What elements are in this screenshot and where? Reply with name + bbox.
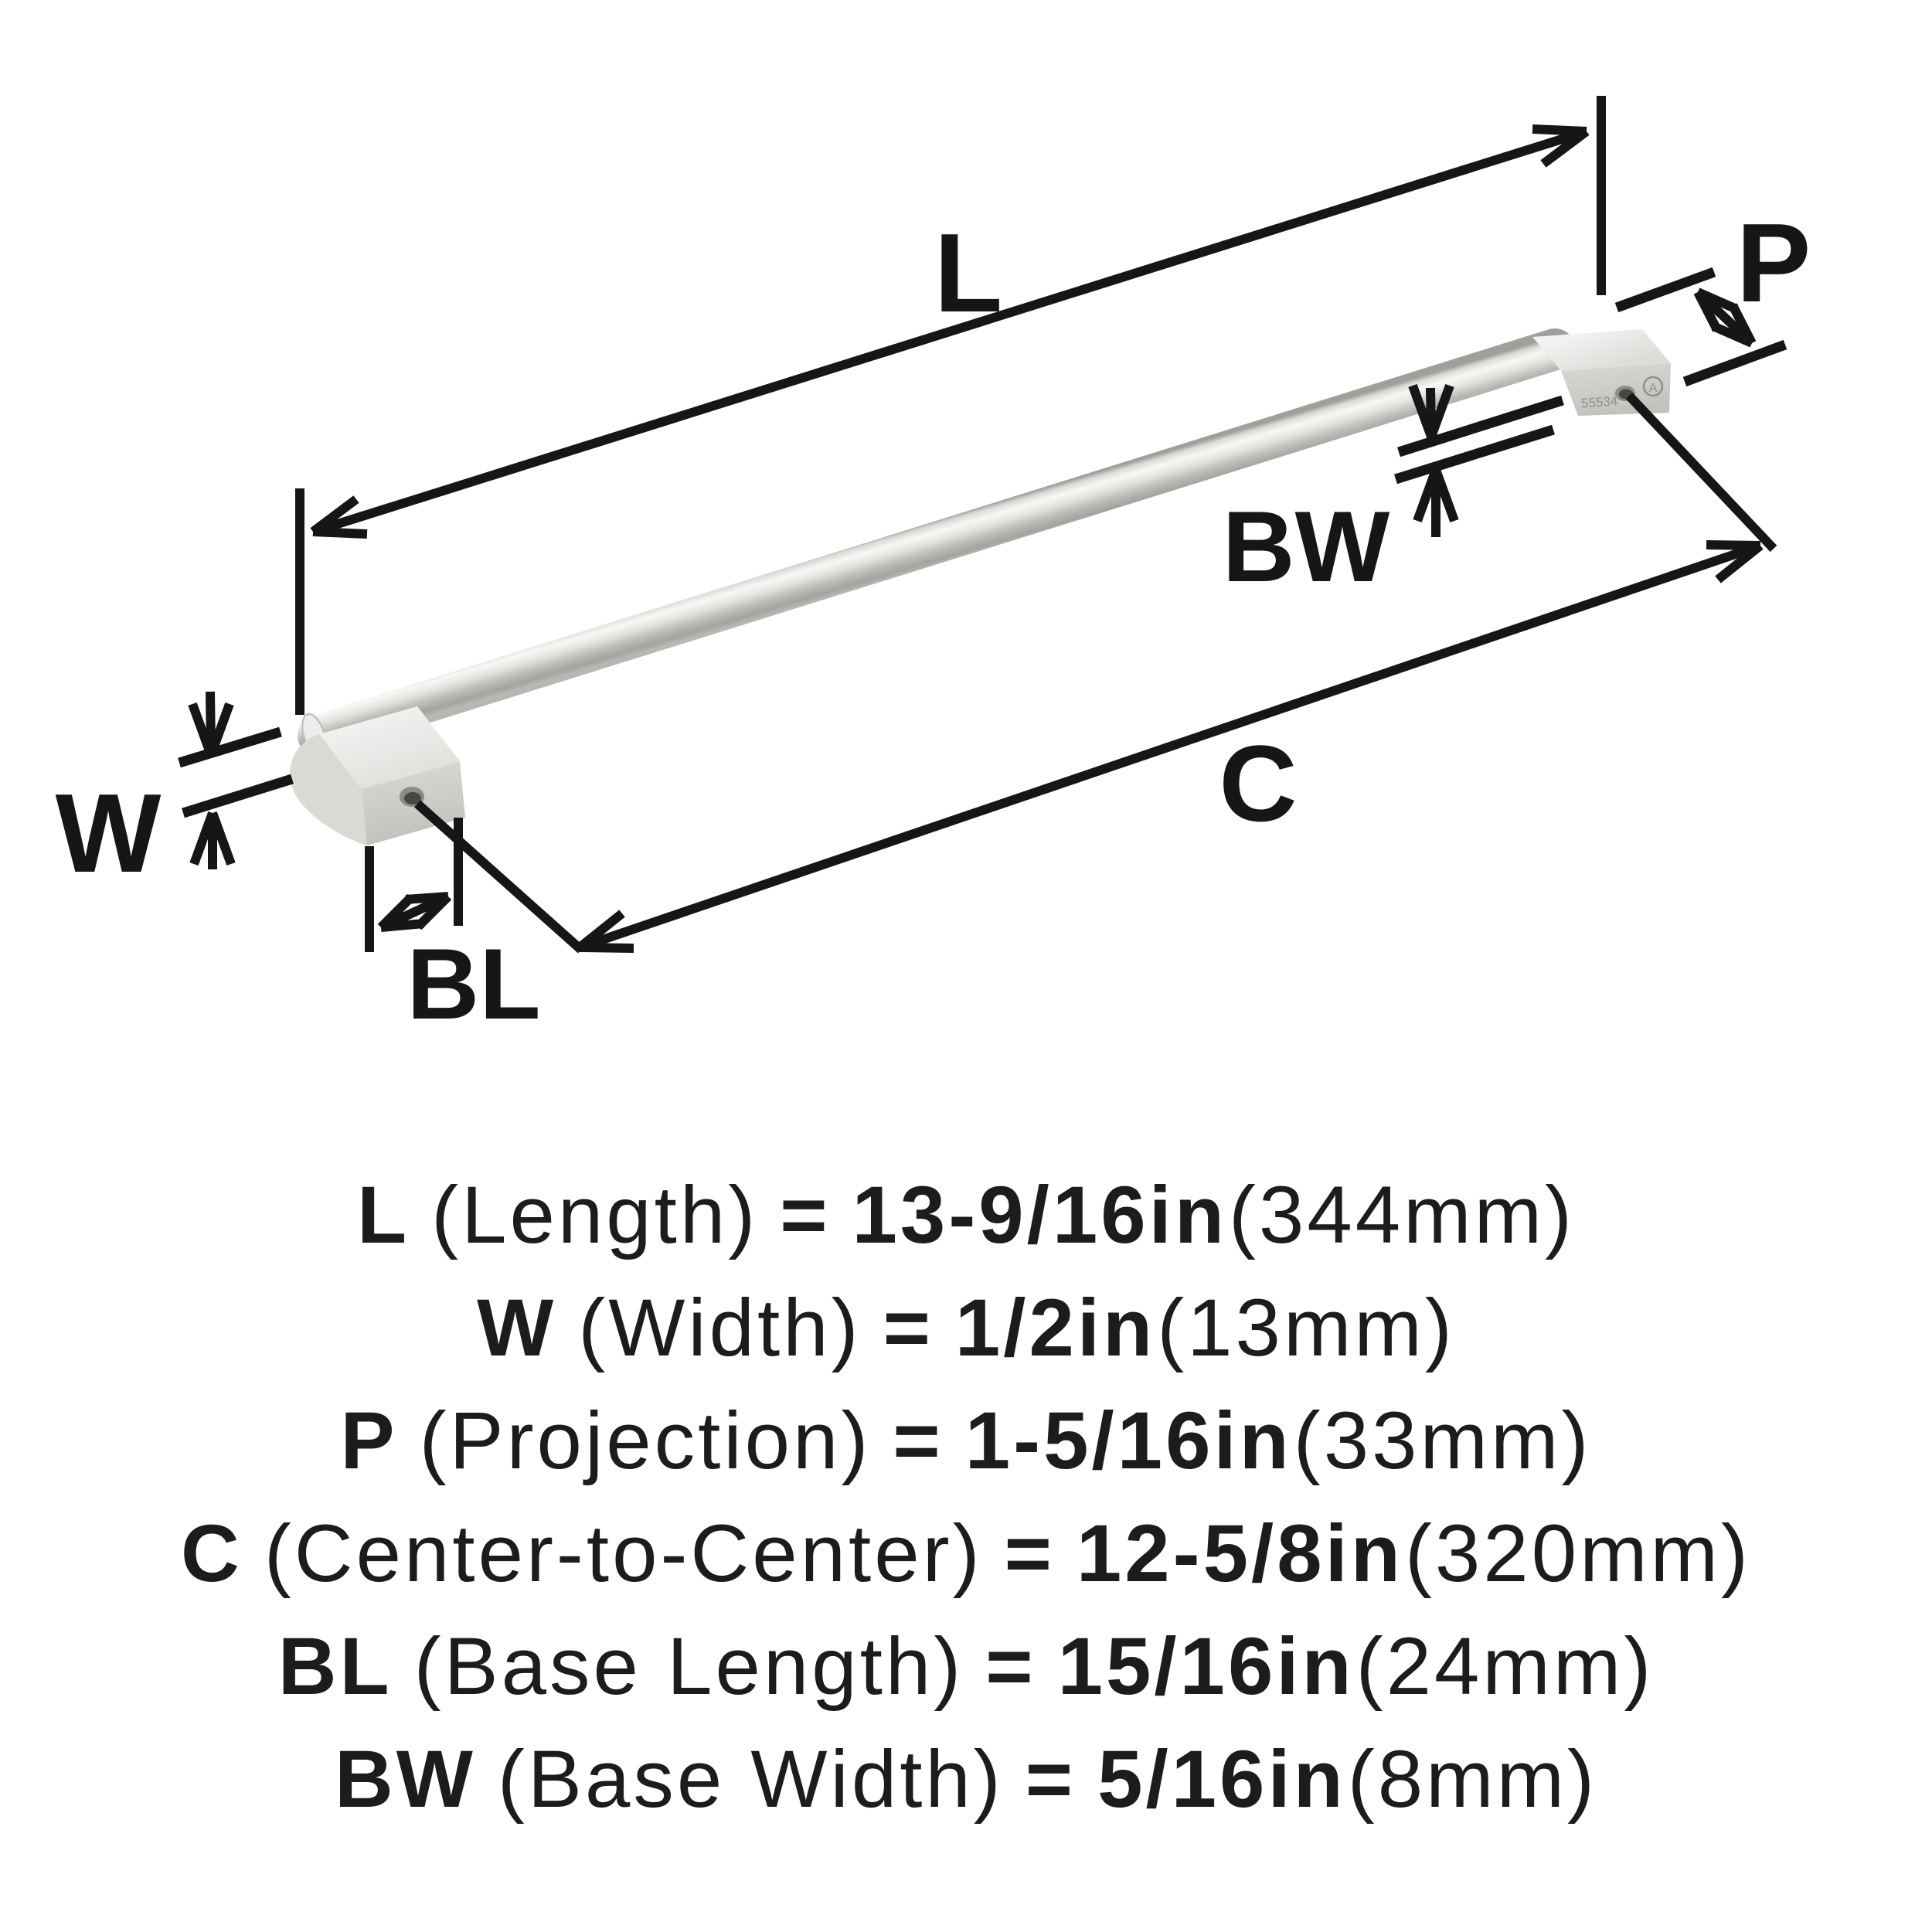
right-base-top-face	[1532, 329, 1671, 371]
spec-abbr: L	[356, 1170, 410, 1260]
dimension-annotations: L P W	[56, 96, 1811, 1040]
label-center-to-center: C	[1219, 723, 1297, 844]
spec-value: 1-5/16in	[964, 1396, 1292, 1486]
bw-tick-lower	[1394, 424, 1555, 485]
spec-width: W(Width)=1/2in(13mm)	[0, 1272, 1932, 1385]
handle-illustration: 55534 A	[290, 328, 1671, 845]
brand-logo-icon	[1642, 376, 1664, 397]
l-dimension-line	[311, 127, 1588, 536]
right-base-front-face	[1561, 363, 1671, 416]
spec-metric: (320mm)	[1404, 1509, 1751, 1599]
label-base-width: BW	[1223, 490, 1390, 603]
spec-value: 15/16in	[1057, 1621, 1355, 1712]
spec-equals: =	[893, 1396, 944, 1486]
spec-length: L(Length)=13-9/16in(344mm)	[0, 1159, 1932, 1272]
brand-logo-letter: A	[1649, 382, 1658, 395]
spec-metric: (33mm)	[1293, 1396, 1592, 1486]
w-arrow-down-shaft	[206, 691, 216, 750]
dimension-width: W	[56, 691, 294, 896]
spec-base-width: BW(Base Width)=5/16in(8mm)	[0, 1723, 1932, 1836]
spec-name: (Projection)	[419, 1396, 872, 1486]
arrowhead-p-upper-icon	[1693, 287, 1739, 332]
spec-abbr: P	[340, 1396, 398, 1486]
dimension-length: L	[295, 96, 1606, 715]
arrowhead-l-left-icon	[310, 495, 368, 539]
spec-value: 5/16in	[1097, 1734, 1346, 1825]
spec-equals: =	[1025, 1734, 1077, 1825]
left-base-side-face	[290, 734, 367, 845]
spec-name: (Width)	[578, 1283, 862, 1373]
w-tick-upper	[178, 726, 282, 768]
handle-bar	[298, 328, 1576, 757]
left-mount-hole	[404, 792, 421, 804]
spec-value: 1/2in	[954, 1283, 1156, 1373]
spec-value: 13-9/16in	[852, 1170, 1227, 1260]
label-length: L	[934, 210, 1003, 335]
spec-name: (Base Width)	[497, 1734, 1004, 1825]
arrowhead-l-right-icon	[1532, 124, 1590, 168]
arrowhead-w-up-icon	[189, 811, 236, 866]
arrowhead-bl-right-icon	[405, 892, 452, 930]
p-tick-upper	[1614, 267, 1716, 313]
c-leader-left	[414, 800, 584, 954]
spec-equals: =	[780, 1170, 831, 1260]
spec-metric: (24mm)	[1355, 1621, 1655, 1712]
label-projection: P	[1736, 200, 1811, 325]
arrowhead-p-lower-icon	[1711, 303, 1757, 348]
spec-name: (Length)	[431, 1170, 759, 1260]
spec-list: L(Length)=13-9/16in(344mm) W(Width)=1/2i…	[0, 1159, 1932, 1836]
spec-metric: (13mm)	[1157, 1283, 1455, 1373]
spec-name: (Center-to-Center)	[264, 1509, 983, 1599]
label-base-length: BL	[406, 927, 540, 1040]
spec-metric: (8mm)	[1347, 1734, 1598, 1825]
arrowhead-w-down-icon	[188, 702, 234, 757]
arrowhead-c-right-icon	[1706, 540, 1764, 583]
spec-abbr: C	[180, 1509, 243, 1599]
spec-equals: =	[1004, 1509, 1055, 1599]
spec-metric: (344mm)	[1228, 1170, 1576, 1260]
spec-equals: =	[883, 1283, 934, 1373]
bw-tick-upper	[1397, 395, 1564, 457]
spec-base-length: BL(Base Length)=15/16in(24mm)	[0, 1611, 1932, 1723]
c-dimension-line	[578, 541, 1762, 952]
spec-center-to-center: C(Center-to-Center)=12-5/8in(320mm)	[0, 1498, 1932, 1611]
spec-projection: P(Projection)=1-5/16in(33mm)	[0, 1385, 1932, 1498]
w-tick-lower	[182, 774, 294, 818]
spec-name: (Base Length)	[413, 1621, 964, 1712]
dimension-projection: P	[1614, 200, 1811, 387]
p-tick-lower	[1682, 339, 1787, 387]
spec-abbr: BW	[334, 1734, 476, 1825]
spec-abbr: BL	[277, 1621, 393, 1712]
dimension-base-length: BL	[365, 818, 541, 1040]
spec-abbr: W	[477, 1283, 557, 1373]
spec-equals: =	[985, 1621, 1036, 1712]
arrowhead-c-left-icon	[577, 910, 634, 953]
left-base-top-face	[319, 706, 460, 789]
dimension-center-to-center: C	[414, 392, 1777, 954]
dimension-base-width: BW	[1223, 383, 1564, 603]
label-width: W	[56, 770, 162, 896]
spec-value: 12-5/8in	[1076, 1509, 1403, 1599]
part-number-engraving: 55534	[1580, 393, 1617, 410]
arrowhead-bw-down-icon	[1408, 383, 1454, 439]
c-leader-right	[1625, 392, 1777, 553]
arrowhead-bw-up-icon	[1413, 468, 1459, 523]
